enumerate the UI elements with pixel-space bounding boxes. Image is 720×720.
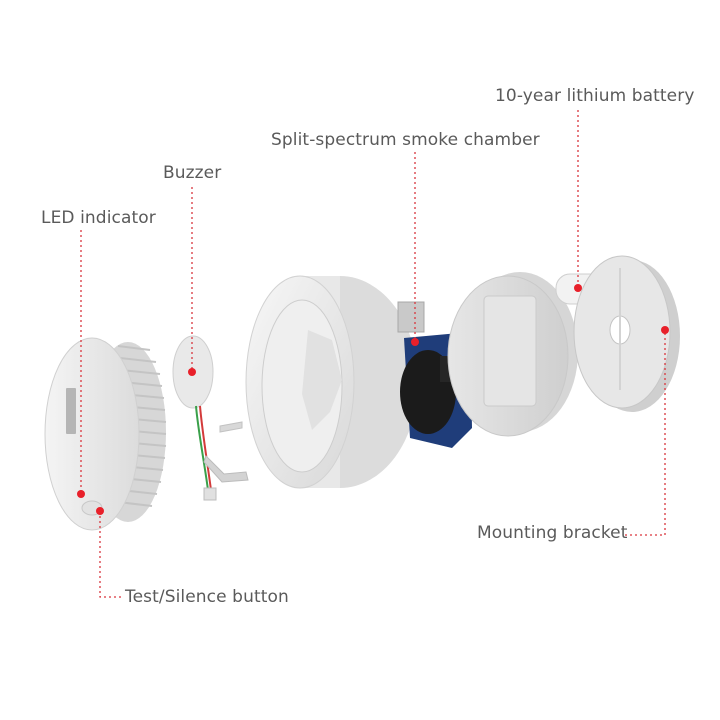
label-test-silence-button: Test/Silence button <box>125 587 289 607</box>
marker-chamber <box>411 338 419 346</box>
marker-bracket <box>661 326 669 334</box>
mounting-bracket <box>573 255 680 412</box>
front-cover <box>44 337 167 531</box>
label-buzzer: Buzzer <box>163 163 222 183</box>
buzzer-wire-red <box>199 405 212 491</box>
marker-battery <box>574 284 582 292</box>
cover-face <box>44 337 140 531</box>
label-mounting-bracket: Mounting bracket <box>477 523 628 543</box>
metal-spring-part <box>203 455 249 483</box>
leader-test <box>99 511 123 598</box>
label-led-indicator: LED indicator <box>41 208 156 228</box>
buzzer-connector <box>203 487 217 501</box>
label-battery: 10-year lithium battery <box>495 86 695 106</box>
ring-inner-opening <box>302 330 342 430</box>
marker-test <box>96 507 104 515</box>
small-clip-part <box>219 421 243 433</box>
cover-logo <box>66 388 76 434</box>
base-housing-detail <box>483 295 537 407</box>
marker-led <box>77 490 85 498</box>
buzzer-assembly <box>172 335 249 501</box>
middle-ring <box>245 275 418 489</box>
marker-buzzer <box>188 368 196 376</box>
leader-bracket <box>625 330 666 536</box>
buzzer-wire-green <box>195 405 209 491</box>
base-housing <box>447 272 578 437</box>
pcb-bracket-top <box>397 301 425 333</box>
label-smoke-chamber: Split-spectrum smoke chamber <box>271 130 540 150</box>
